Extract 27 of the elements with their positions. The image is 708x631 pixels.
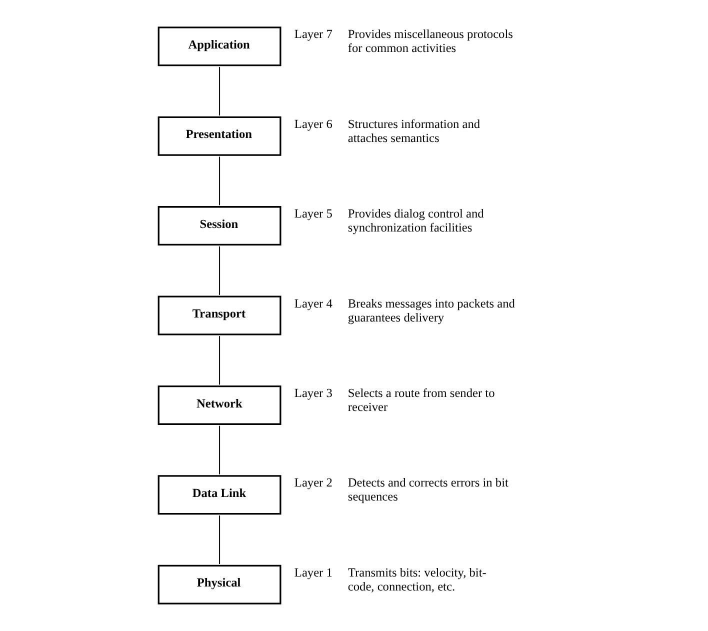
node-box: Data Link: [157, 475, 281, 515]
node-box: Transport: [157, 296, 281, 336]
node-label: Layer 6: [294, 116, 332, 131]
connector: [218, 66, 220, 116]
node-box: Presentation: [157, 116, 281, 156]
node-box: Application: [157, 26, 281, 66]
node-label: Transmits bits: velocity, bit-code, connection, etc.: [347, 565, 486, 594]
node-label: Breaks messages into packets and guarantees delivery: [347, 296, 514, 324]
node-label: Provides dialog control and synchronization facilities: [347, 206, 484, 235]
connector: [218, 336, 220, 386]
connector: [218, 515, 220, 565]
node-label: Layer 1: [294, 565, 332, 580]
node-label: Structures information and attaches semantics: [347, 116, 480, 145]
node-label: Layer 5: [294, 206, 332, 221]
node-label: Layer 3: [294, 386, 332, 400]
node-box: Physical: [157, 564, 281, 604]
node-label: Detects and corrects errors in bit sequences: [347, 476, 508, 504]
node-box: Network: [157, 385, 281, 425]
connector: [218, 425, 220, 475]
node-label: Layer 7: [294, 27, 332, 42]
node-box: Session: [157, 206, 281, 246]
connector: [218, 156, 220, 206]
node-label: Selects a route from sender to receiver: [347, 386, 494, 414]
node-label: Layer 4: [294, 296, 332, 310]
node-label: Layer 2: [294, 476, 332, 490]
connector: [218, 246, 220, 296]
node-label: Provides miscellaneous protocols for common activities: [347, 27, 512, 56]
